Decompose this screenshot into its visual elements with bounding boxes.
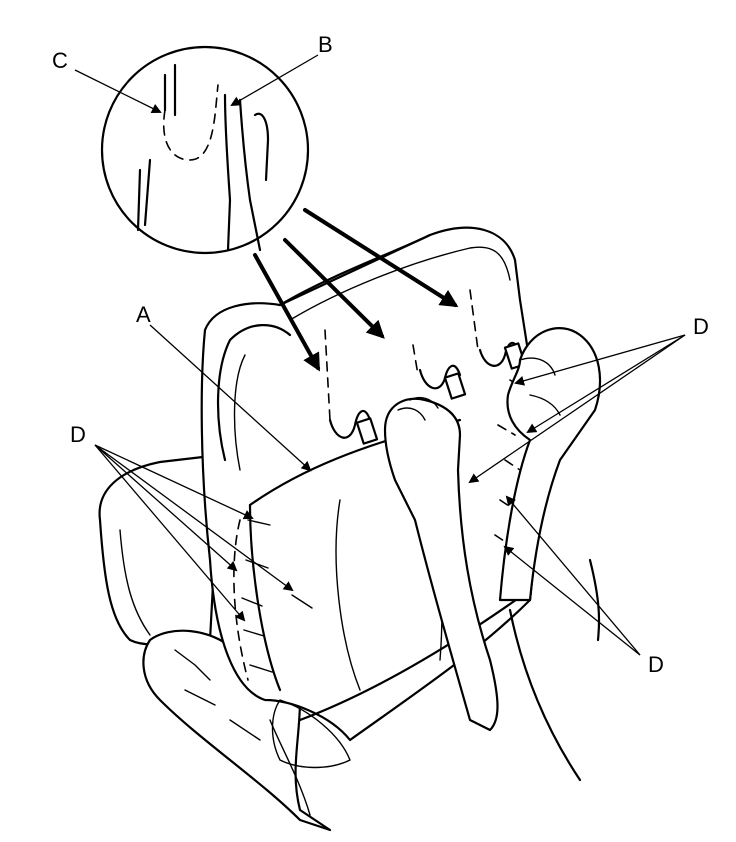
callout-b: B xyxy=(318,32,333,57)
callout-c: C xyxy=(52,48,68,73)
detail-pointer-arrows xyxy=(253,208,459,372)
seat-cushion xyxy=(98,453,332,832)
detail-inset xyxy=(100,45,310,255)
technician-hands xyxy=(383,327,602,782)
callout-d-right-bottom: D xyxy=(648,652,664,677)
callout-d-left: D xyxy=(70,422,86,447)
callout-a: A xyxy=(136,302,151,327)
callout-d-right-top: D xyxy=(693,314,709,339)
callout-leaders xyxy=(74,54,686,656)
